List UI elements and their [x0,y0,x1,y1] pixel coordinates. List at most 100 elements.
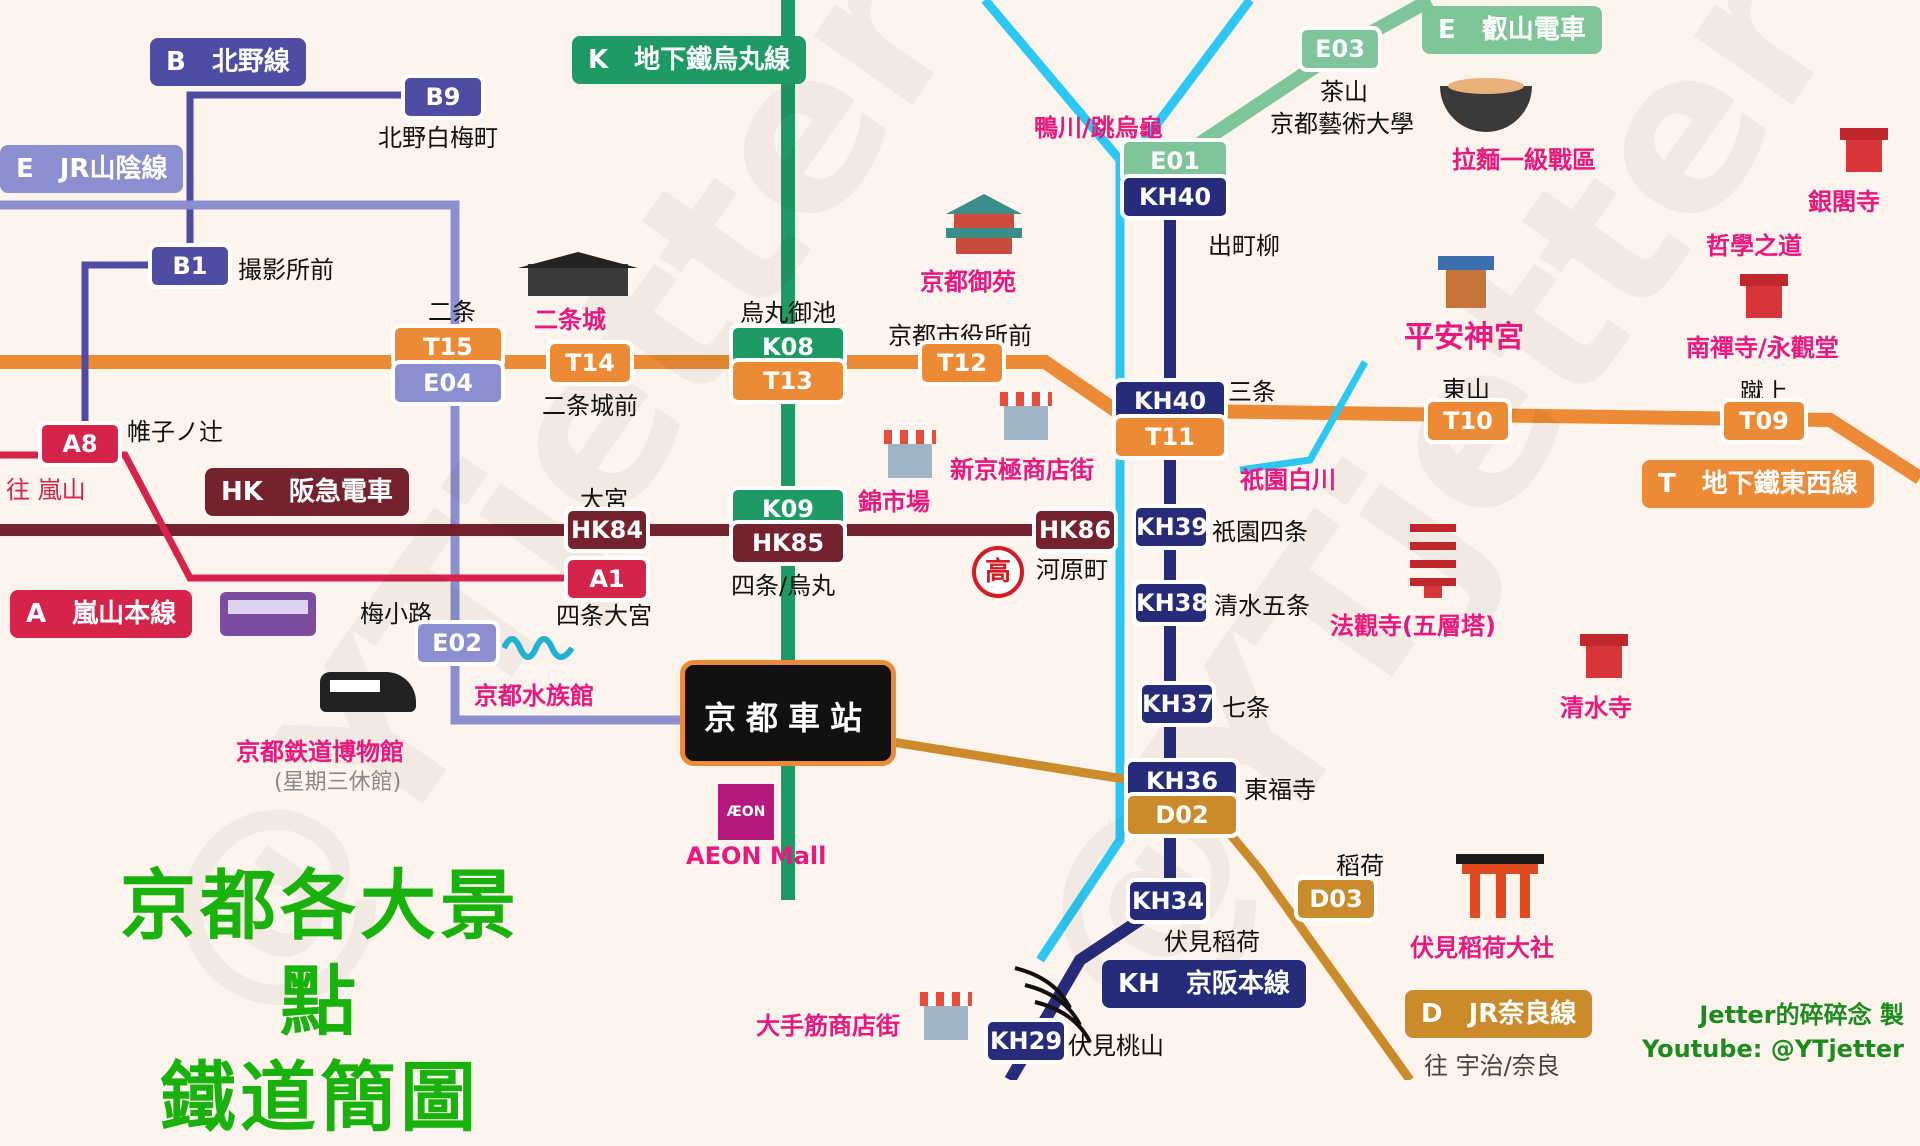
station-t10[interactable]: T10 [1428,402,1508,440]
station-a1-name: 四条大宮 [556,602,652,630]
poi-kiyomizu: 清水寺 [1560,694,1632,722]
station-t10-name: 東山 [1442,376,1490,404]
station-t12[interactable]: T12 [922,344,1002,382]
station-kh36[interactable]: KH36 [1128,762,1236,800]
station-t15[interactable]: T15 [395,328,501,366]
kamo-river [981,0,1125,963]
shop-icon-nishiki [884,430,936,478]
station-e03-name: 茶山 [1320,78,1368,106]
station-d03[interactable]: D03 [1298,880,1374,918]
station-b9-name: 北野白梅町 [378,124,498,152]
train-icon [320,664,416,720]
station-omiya-name: 大宮 [580,486,628,514]
station-a1[interactable]: A1 [568,560,646,598]
station-e04[interactable]: E04 [395,364,501,402]
station-a8-name: 帷子ノ辻 [127,418,223,446]
shop-icon-shinkyogoku [1000,392,1052,440]
station-kh38-name: 清水五条 [1214,592,1310,620]
poi-fushimi: 伏見稻荷大社 [1410,934,1554,962]
station-kh38[interactable]: KH38 [1136,584,1208,622]
poi-aquarium: 京都水族館 [474,682,594,710]
station-hk84[interactable]: HK84 [568,511,646,549]
line-tag-e: E JR山陰線 [0,145,184,193]
poi-heian: 平安神宮 [1404,320,1524,355]
t-line-track [0,355,1920,484]
station-kh34[interactable]: KH34 [1130,882,1206,920]
line-tag-t: T 地下鐵東西線 [1642,460,1874,508]
station-kh29[interactable]: KH29 [988,1022,1064,1060]
station-t09-name: 蹴上 [1740,378,1788,406]
station-b9[interactable]: B9 [405,78,481,116]
line-tag-a: A 嵐山本線 [10,590,193,638]
station-kh34-name: 伏見稻荷 [1164,928,1260,956]
station-kh37[interactable]: KH37 [1142,685,1214,723]
station-b1-name: 撮影所前 [238,256,334,284]
station-sanjo-name: 三条 [1228,378,1276,406]
gion-canal [1239,360,1369,474]
e-line-track [0,200,680,725]
station-e02[interactable]: E02 [418,624,496,662]
station-tofuku-name: 東福寺 [1244,776,1316,804]
station-hk86[interactable]: HK86 [1036,511,1114,549]
credit: Jetter的碎碎念 製 Youtube: @YTjetter [1642,998,1904,1066]
ramen-icon [1440,68,1532,132]
station-nijo-name: 二条 [428,298,476,326]
station-kh40-sanjo[interactable]: KH40 [1116,382,1224,420]
kh-line-track [1004,200,1176,1080]
poi-hokan: 法觀寺(五層塔) [1330,612,1496,640]
station-a8-direction: 往 嵐山 [6,476,86,504]
station-t11[interactable]: T11 [1116,418,1224,456]
station-b1[interactable]: B1 [152,247,228,285]
map-title-line2: 鐵道簡圖 [160,1053,480,1142]
poi-railway-note: (星期三休館) [274,770,402,795]
temple-icon-kiyomizu [1580,634,1628,678]
poi-railway: 京都鉄道博物館 [236,738,404,766]
kamo-branch [1126,0,1254,163]
station-a8[interactable]: A8 [42,425,118,463]
d-line-direction: 往 宇治/奈良 [1424,1052,1560,1080]
pagoda-icon [1410,514,1456,598]
poi-nanzen: 南禪寺/永觀堂 [1686,334,1839,362]
river-squiggle [1014,966,1092,1043]
station-k08[interactable]: K08 [733,328,843,366]
line-tag-kh: KH 京阪本線 [1102,960,1306,1008]
shrine-icon-heian [1438,256,1494,308]
credit-youtube: Youtube: @YTjetter [1641,1035,1904,1063]
credit-author: Jetter的碎碎念 製 [1699,1001,1904,1029]
line-tag-eizan: E 叡山電車 [1422,6,1602,54]
line-tag-hk: HK 阪急電車 [205,468,409,516]
station-kh29-name: 伏見桃山 [1068,1032,1164,1060]
station-d03-name: 稻荷 [1336,852,1384,880]
randen-train-icon [220,588,316,640]
castle-icon [518,244,638,296]
station-kh40-demachi[interactable]: KH40 [1124,178,1226,216]
wave-icon [501,628,575,668]
station-kh39[interactable]: KH39 [1136,508,1208,546]
station-k09[interactable]: K09 [733,490,843,528]
poi-shinkyogoku: 新京極商店街 [950,456,1094,484]
palace-icon [946,194,1022,254]
temple-icon-nanzen [1740,274,1788,318]
poi-aeon: AEON Mall [686,842,827,870]
station-t14[interactable]: T14 [550,344,630,382]
poi-ramen: 拉麵一級戰區 [1452,146,1596,174]
station-d02[interactable]: D02 [1128,796,1236,834]
line-tag-k: K 地下鐵烏丸線 [572,36,807,84]
line-tag-b: B 北野線 [150,38,306,86]
poi-nijojo: 二条城 [534,306,606,334]
station-t13[interactable]: T13 [733,362,843,400]
station-e03-name2: 京都藝術大學 [1270,110,1414,138]
shop-icon-otesuji [920,992,972,1040]
poi-nishiki: 錦市場 [858,488,930,516]
aeon-logo: ÆON [718,784,774,840]
line-tag-d: D JR奈良線 [1405,990,1593,1038]
map-title: 京都各大景點 鐵道簡圖 [90,858,550,1146]
temple-icon-ginkaku [1840,128,1888,172]
station-e01[interactable]: E01 [1124,142,1226,180]
station-kh39-name: 祇園四条 [1212,518,1308,546]
station-t09[interactable]: T09 [1724,402,1804,440]
kyoto-station[interactable]: 京都車站 [680,660,896,766]
station-e03[interactable]: E03 [1302,30,1378,68]
poi-gosho: 京都御苑 [920,268,1016,296]
station-hk85[interactable]: HK85 [733,524,843,562]
